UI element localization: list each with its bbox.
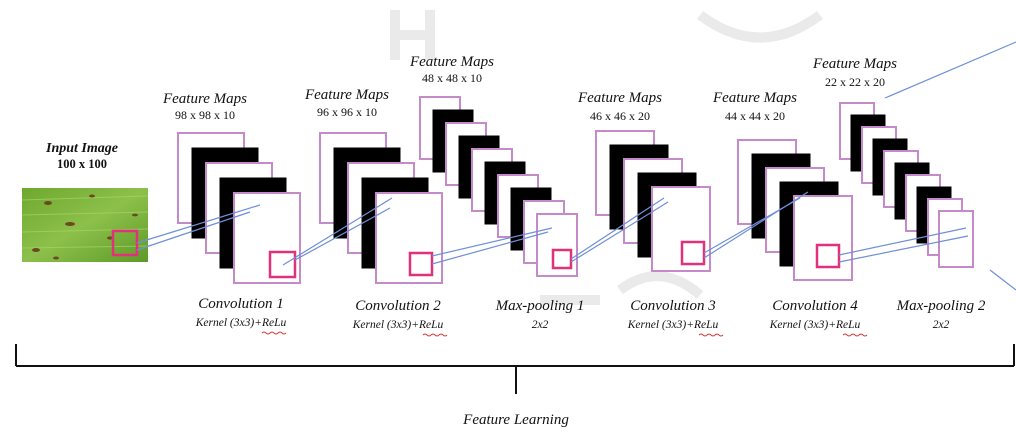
layer2-name: Convolution 2 xyxy=(355,298,441,314)
fm6-title: Feature Maps xyxy=(812,56,897,72)
fm3-title: Feature Maps xyxy=(409,54,494,70)
layer5-detail: Kernel (3x3)+ReLu xyxy=(769,319,861,331)
connection-lines xyxy=(136,191,969,266)
layer3-name: Max-pooling 1 xyxy=(495,298,585,314)
layer3-detail: 2x2 xyxy=(532,319,549,331)
fm2-title: Feature Maps xyxy=(304,87,389,103)
connection-line xyxy=(136,211,251,251)
input-block: Input Image 100 x 100 xyxy=(21,141,149,262)
stack-conv1 xyxy=(177,132,301,284)
kernel-window xyxy=(815,243,841,269)
fm5-size: 44 x 44 x 20 xyxy=(725,109,785,123)
fm1-title: Feature Maps xyxy=(162,91,247,107)
fm2-size: 96 x 96 x 10 xyxy=(317,105,377,119)
stack-pool1 xyxy=(419,96,578,277)
stack-conv4 xyxy=(737,139,853,281)
input-title: Input Image xyxy=(45,141,118,156)
feature-learning-label: Feature Learning xyxy=(462,412,569,428)
fm6-size: 22 x 22 x 20 xyxy=(825,75,885,89)
layer4-name: Convolution 3 xyxy=(630,298,715,314)
fm4-size: 46 x 46 x 20 xyxy=(590,109,650,123)
layer2-detail: Kernel (3x3)+ReLu xyxy=(352,319,444,331)
layer5-name: Convolution 4 xyxy=(772,298,858,314)
leaf-veins xyxy=(21,195,149,249)
connection-line xyxy=(282,197,393,266)
feature-learning-bracket xyxy=(15,344,1015,394)
continuation-lines xyxy=(884,41,1016,291)
connection-line xyxy=(431,231,549,265)
leaf-spots xyxy=(32,194,138,260)
stack-pool2 xyxy=(839,102,974,268)
input-size: 100 x 100 xyxy=(57,157,107,171)
fm4-title: Feature Maps xyxy=(577,90,662,106)
fm3-size: 48 x 48 x 10 xyxy=(422,71,482,85)
stack-conv2 xyxy=(319,132,443,284)
feature-map-stacks xyxy=(177,96,974,284)
kernel-window xyxy=(268,250,297,279)
connection-line xyxy=(838,227,967,256)
feature-map-front xyxy=(233,192,301,284)
layer1-detail: Kernel (3x3)+ReLu xyxy=(195,317,287,329)
layer-labels: Convolution 1 Kernel (3x3)+ReLu Convolut… xyxy=(195,296,986,331)
feature-map-titles: Feature Maps 98 x 98 x 10 Feature Maps 9… xyxy=(162,54,897,123)
stack-conv3 xyxy=(595,130,711,272)
connection-line xyxy=(431,227,553,257)
background-watermark xyxy=(390,10,823,305)
layer1-name: Convolution 1 xyxy=(198,296,283,312)
connection-line xyxy=(703,191,809,259)
layer6-detail: 2x2 xyxy=(933,319,950,331)
fm1-size: 98 x 98 x 10 xyxy=(175,108,235,122)
input-leaf-image xyxy=(22,188,148,262)
connection-line xyxy=(570,197,665,260)
connection-line xyxy=(136,204,261,244)
spellcheck-squiggles xyxy=(261,331,868,337)
connection-line xyxy=(294,207,391,261)
connection-line xyxy=(570,201,669,263)
connection-line xyxy=(838,235,969,263)
layer6-name: Max-pooling 2 xyxy=(896,298,986,314)
fm5-title: Feature Maps xyxy=(712,90,797,106)
layer4-detail: Kernel (3x3)+ReLu xyxy=(627,319,719,331)
